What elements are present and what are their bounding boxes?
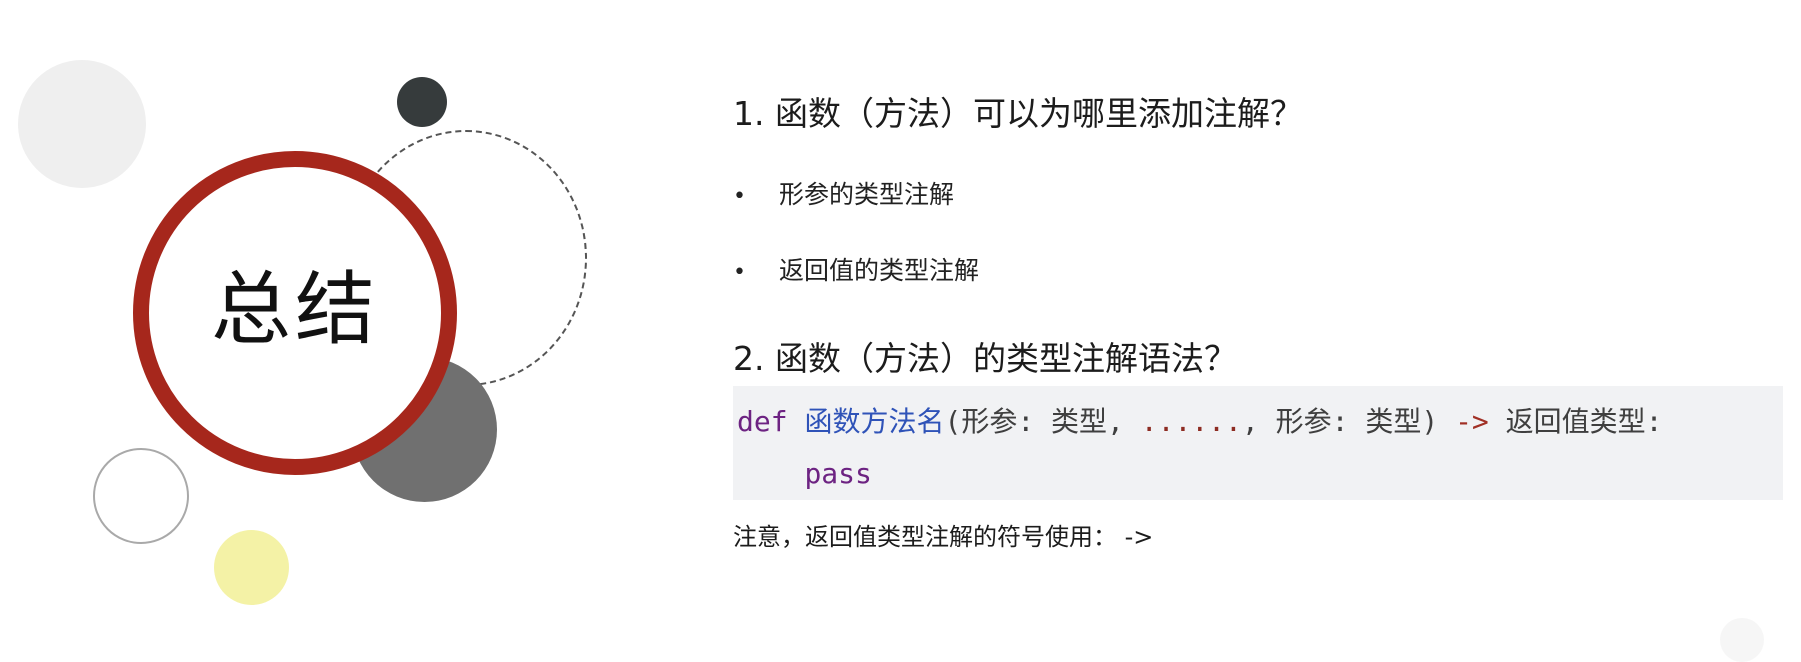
bullet-item-return-annotation: • 返回值的类型注解 bbox=[733, 256, 979, 286]
code-return-type: 返回值类型: bbox=[1488, 405, 1663, 438]
code-block: def 函数方法名(形参: 类型, ......, 形参: 类型) -> 返回值… bbox=[733, 386, 1783, 500]
code-ellipsis: ...... bbox=[1140, 405, 1242, 438]
bullet-text: 形参的类型注解 bbox=[779, 180, 955, 209]
decorative-dark-circle bbox=[397, 77, 447, 127]
code-param-1: 形参: 类型, bbox=[961, 405, 1141, 438]
decorative-light-gray-circle bbox=[18, 60, 146, 188]
summary-ring: 总结 bbox=[133, 151, 457, 475]
question-2-heading: 2. 函数（方法）的类型注解语法？ bbox=[733, 339, 1237, 378]
code-keyword-pass: pass bbox=[804, 457, 872, 490]
decorative-outline-circle bbox=[93, 448, 189, 544]
code-comma: , bbox=[1241, 405, 1276, 438]
code-function-name: 函数方法名 bbox=[804, 405, 945, 438]
question-1-heading: 1. 函数（方法）可以为哪里添加注解？ bbox=[733, 94, 1303, 133]
bullet-text: 返回值的类型注解 bbox=[779, 256, 980, 285]
decorative-yellow-circle bbox=[214, 530, 289, 605]
summary-title: 总结 bbox=[211, 263, 379, 356]
bullet-dot-icon: • bbox=[733, 260, 746, 285]
bullet-item-parameter-annotation: • 形参的类型注解 bbox=[733, 180, 954, 210]
code-open-paren: ( bbox=[944, 405, 962, 438]
bullet-dot-icon: • bbox=[733, 184, 746, 209]
code-keyword-def: def bbox=[737, 405, 788, 438]
code-indent bbox=[737, 457, 804, 490]
corner-logo-icon bbox=[1720, 618, 1764, 662]
code-param-2: 形参: 类型) bbox=[1275, 405, 1456, 438]
note-text: 注意，返回值类型注解的符号使用： -> bbox=[733, 523, 1154, 551]
code-arrow: -> bbox=[1455, 405, 1489, 438]
